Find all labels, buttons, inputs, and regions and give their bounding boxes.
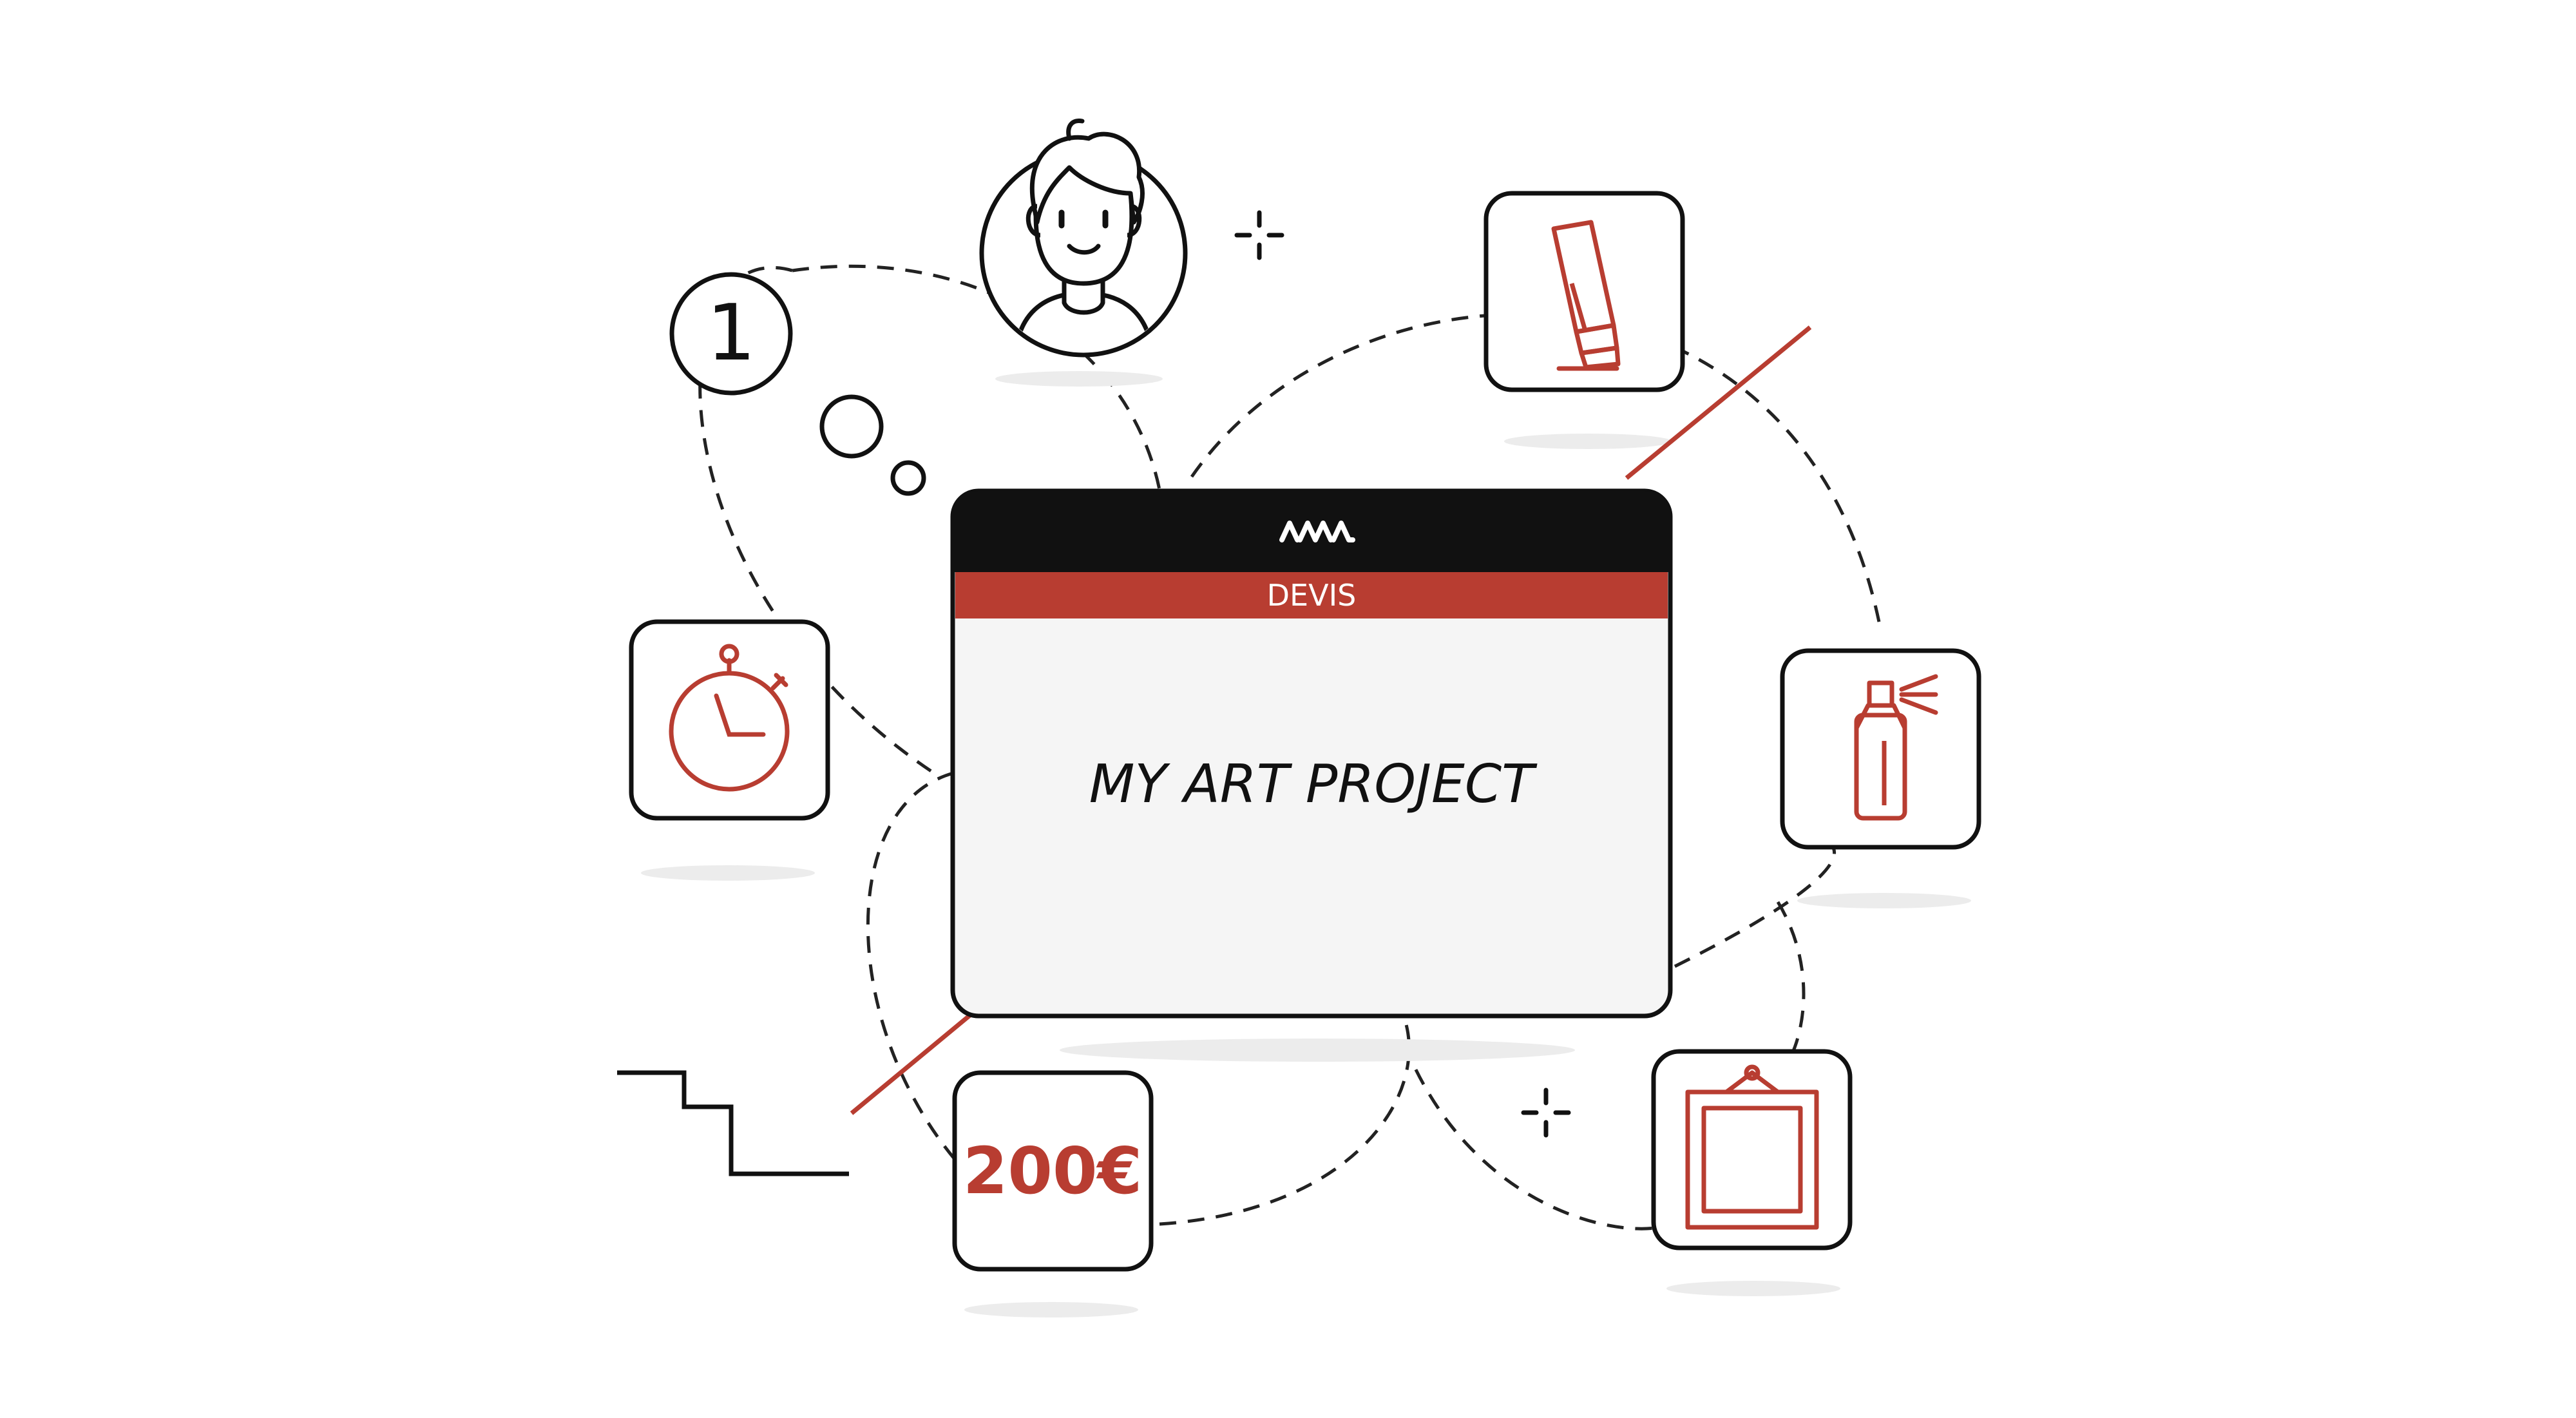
stopwatch-tile (629, 619, 830, 821)
price-label: 200€ (963, 1133, 1142, 1209)
stopwatch-icon (669, 644, 790, 792)
sparkle-icon (1521, 1087, 1571, 1138)
header-band (955, 572, 1668, 618)
step-bubble: 1 (669, 272, 793, 396)
price-tile: 200€ (952, 1070, 1154, 1272)
marker-tile (1484, 191, 1685, 392)
stairs-icon (617, 1070, 849, 1176)
marker-icon (1551, 220, 1621, 371)
devis-label: DEVIS (1267, 578, 1357, 613)
step-number: 1 (707, 289, 756, 378)
sparkle-icon (1234, 210, 1284, 260)
quote-card: DEVIS MY ART PROJECT (950, 488, 1673, 1019)
card-title: MY ART PROJECT (1089, 754, 1538, 815)
accent-slashes (850, 325, 1812, 1115)
avatar-icon (979, 118, 1188, 358)
frame-icon (1685, 1064, 1819, 1230)
spray-tile (1780, 648, 1981, 850)
spray-can-icon (1854, 674, 1938, 821)
ground-shadows (641, 371, 1971, 1317)
frame-tile (1651, 1049, 1853, 1250)
thought-bubble-icon (819, 394, 926, 496)
logo-icon (1279, 521, 1355, 542)
